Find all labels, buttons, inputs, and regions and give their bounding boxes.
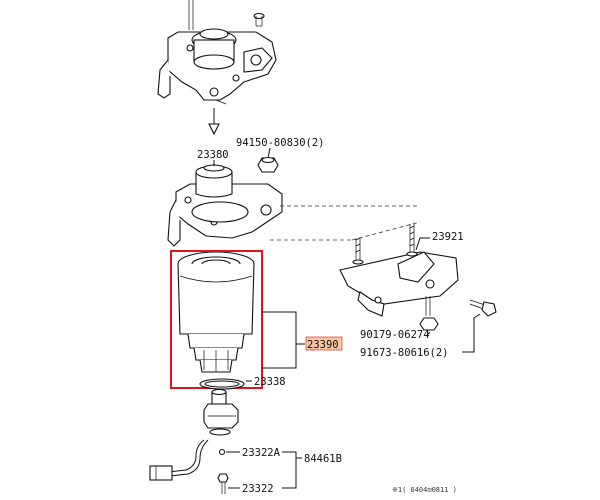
- top-filter-head-assembly: [157, 0, 277, 105]
- bolt-icon-top: [253, 12, 265, 27]
- leader-lines: [213, 147, 481, 489]
- part-23921-bracket: [339, 224, 459, 317]
- part-23390-filter-element: [177, 251, 255, 373]
- label-90179-06274: 90179-06274: [360, 329, 430, 341]
- label-23322: 23322: [242, 483, 274, 495]
- label-23921: 23921: [432, 231, 464, 243]
- bolt-icon-91673: [469, 299, 497, 317]
- label-23390-highlight: [306, 337, 342, 350]
- nut-icon-94150: [257, 156, 279, 173]
- label-91673-80616: 91673-80616(2): [360, 347, 449, 359]
- label-94150-80830: 94150-80830(2): [236, 137, 325, 149]
- dashed-reference-lines: [270, 205, 421, 241]
- label-23390[interactable]: 23390: [307, 339, 339, 351]
- part-23380-filter-head: [167, 164, 283, 247]
- label-23322a: 23322A: [242, 447, 281, 459]
- label-84461b: 84461B: [304, 453, 342, 465]
- label-23338: 23338: [254, 376, 286, 388]
- part-84461b-sensor: [149, 388, 239, 494]
- part-23338-o-ring: [199, 378, 245, 390]
- label-23380: 23380: [197, 149, 229, 161]
- down-arrow-icon: [208, 108, 220, 136]
- nut-icon-90179: [419, 296, 439, 331]
- footer-code: ※1( 0404⊡0811 ): [392, 486, 457, 494]
